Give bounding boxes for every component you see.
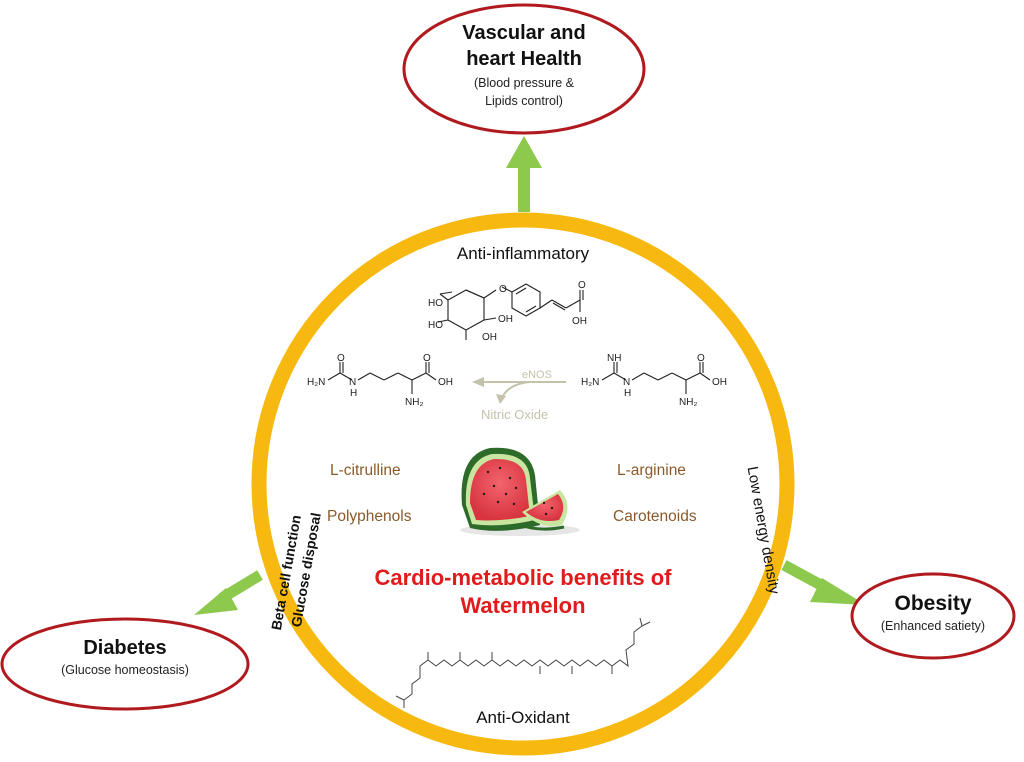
mol-ho-2: HO [428, 320, 443, 331]
vascular-outcome: Vascular and heart Health (Blood pressur… [424, 20, 624, 110]
enos-arrow-icon [472, 377, 566, 404]
arrow-to-vascular [506, 136, 542, 212]
diabetes-sub: (Glucose homeostasis) [61, 663, 189, 677]
mol-h-arg: H [624, 388, 631, 399]
mol-nh2-cit: NH₂ [405, 397, 423, 408]
main-title-line2: Watermelon [460, 593, 586, 618]
anti-inflammatory-label: Anti-inflammatory [456, 244, 590, 263]
mol-o-cit: O [337, 353, 345, 364]
vascular-sub-line1: (Blood pressure & [473, 76, 575, 90]
mol-o-acid: O [578, 280, 586, 291]
vascular-title-line1: Vascular and [462, 22, 586, 44]
l-arginine-label: L-arginine [617, 462, 686, 479]
mol-o-ether: O [499, 284, 507, 295]
polyphenol-molecule [437, 283, 584, 340]
vascular-ellipse [402, 3, 646, 135]
arginine-molecule [601, 362, 711, 394]
mol-h2n-arg: H₂N [581, 377, 599, 388]
anti-oxidant-label: Anti-Oxidant [476, 708, 570, 727]
lycopene-molecule [395, 617, 651, 708]
vascular-title-line2: heart Health [466, 48, 582, 70]
nitric-oxide-label: Nitric Oxide [481, 407, 548, 422]
mol-oh-2: OH [482, 332, 497, 343]
mol-oh-acid: OH [572, 316, 587, 327]
mol-o-cit-acid: O [423, 353, 431, 364]
mol-n-cit: N [349, 377, 356, 388]
watermelon-icon [460, 447, 580, 536]
polyphenols-label: Polyphenols [327, 508, 412, 525]
mol-oh-1: OH [498, 314, 513, 325]
mol-nh-arg: NH [607, 353, 621, 364]
vascular-sub-line2: Lipids control) [485, 94, 563, 108]
diabetes-title: Diabetes [83, 637, 167, 659]
obesity-sub: (Enhanced satiety) [880, 619, 986, 633]
mol-h2n-cit: H₂N [307, 377, 325, 388]
obesity-title: Obesity [894, 592, 972, 615]
citrulline-molecule [327, 362, 437, 394]
arrow-to-diabetes [194, 570, 263, 615]
obesity-outcome: Obesity (Enhanced satiety) [858, 591, 1008, 635]
carotenoids-label: Carotenoids [613, 508, 697, 525]
mol-oh-arg: OH [712, 377, 727, 388]
diabetes-ellipse [0, 617, 250, 711]
mol-nh2-arg: NH₂ [679, 397, 697, 408]
mol-ho-1: HO [428, 298, 443, 309]
arrow-to-obesity [781, 560, 866, 605]
main-title-line1: Cardio-metabolic benefits of [374, 565, 672, 590]
obesity-ellipse [850, 572, 1016, 660]
diabetes-outcome: Diabetes (Glucose homeostasis) [25, 636, 225, 680]
mol-o-arg: O [697, 353, 705, 364]
mol-h-cit: H [350, 388, 357, 399]
main-title: Cardio-metabolic benefits of Watermelon [300, 564, 746, 620]
enos-label: eNOS [522, 369, 552, 381]
mol-oh-cit: OH [438, 377, 453, 388]
l-citrulline-label: L-citrulline [330, 462, 401, 479]
mol-n-arg: N [623, 377, 630, 388]
